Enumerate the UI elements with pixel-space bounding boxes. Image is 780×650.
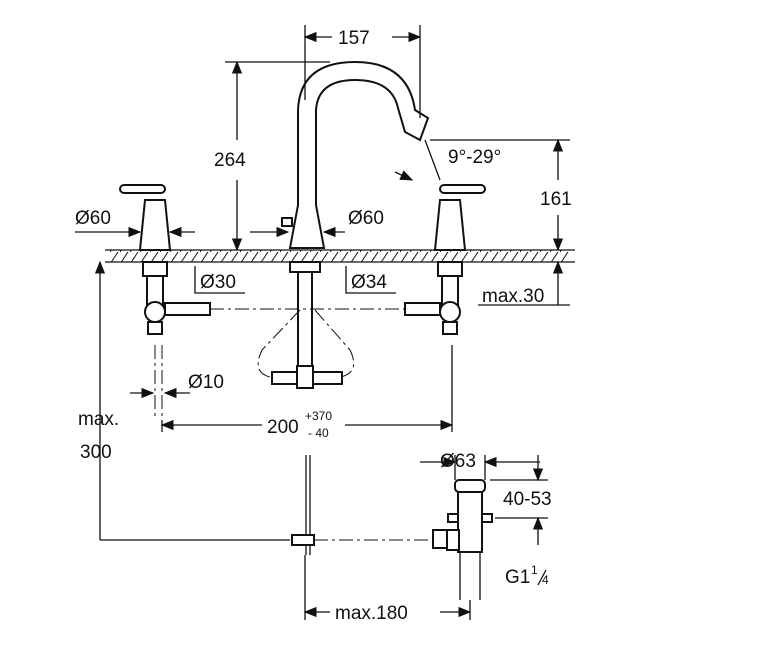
- spout: [281, 60, 430, 373]
- left-handle: [119, 184, 211, 335]
- dim-handle-base: Ø60: [75, 208, 111, 229]
- dim-spout-base: Ø60: [348, 208, 384, 229]
- dim-spout-reach: 157: [338, 28, 370, 49]
- dim-thread-den: 4: [542, 573, 549, 587]
- dim-height-total: 264: [214, 150, 246, 171]
- dim-spread-plus: +370: [305, 409, 332, 423]
- right-handle: [404, 184, 486, 335]
- dim-drain-range: 40-53: [503, 489, 552, 510]
- dim-thread-num: 1: [531, 563, 538, 577]
- dim-below-deck-value: 300: [80, 442, 112, 463]
- pop-up-drain: [100, 455, 493, 600]
- dim-rod-reach: max.180: [335, 603, 408, 624]
- dim-handle-hole: Ø30: [200, 272, 236, 293]
- dim-spout-hole: Ø34: [351, 272, 387, 293]
- dim-deck-thickness: max.30: [482, 286, 544, 307]
- dim-spout-height: 161: [540, 189, 572, 210]
- dim-thread: G1: [505, 567, 530, 588]
- hoses: [154, 308, 405, 420]
- dim-spread-minus: - 40: [308, 426, 329, 440]
- dim-swivel-angle: 9°-29°: [448, 147, 501, 168]
- dimension-lines: [75, 25, 570, 620]
- dim-drain-diameter: Ø63: [440, 451, 476, 472]
- dim-hose: Ø10: [188, 372, 224, 393]
- dim-below-deck-label: max.: [78, 409, 119, 430]
- dim-spread: 200: [267, 417, 299, 438]
- countertop: [105, 249, 575, 263]
